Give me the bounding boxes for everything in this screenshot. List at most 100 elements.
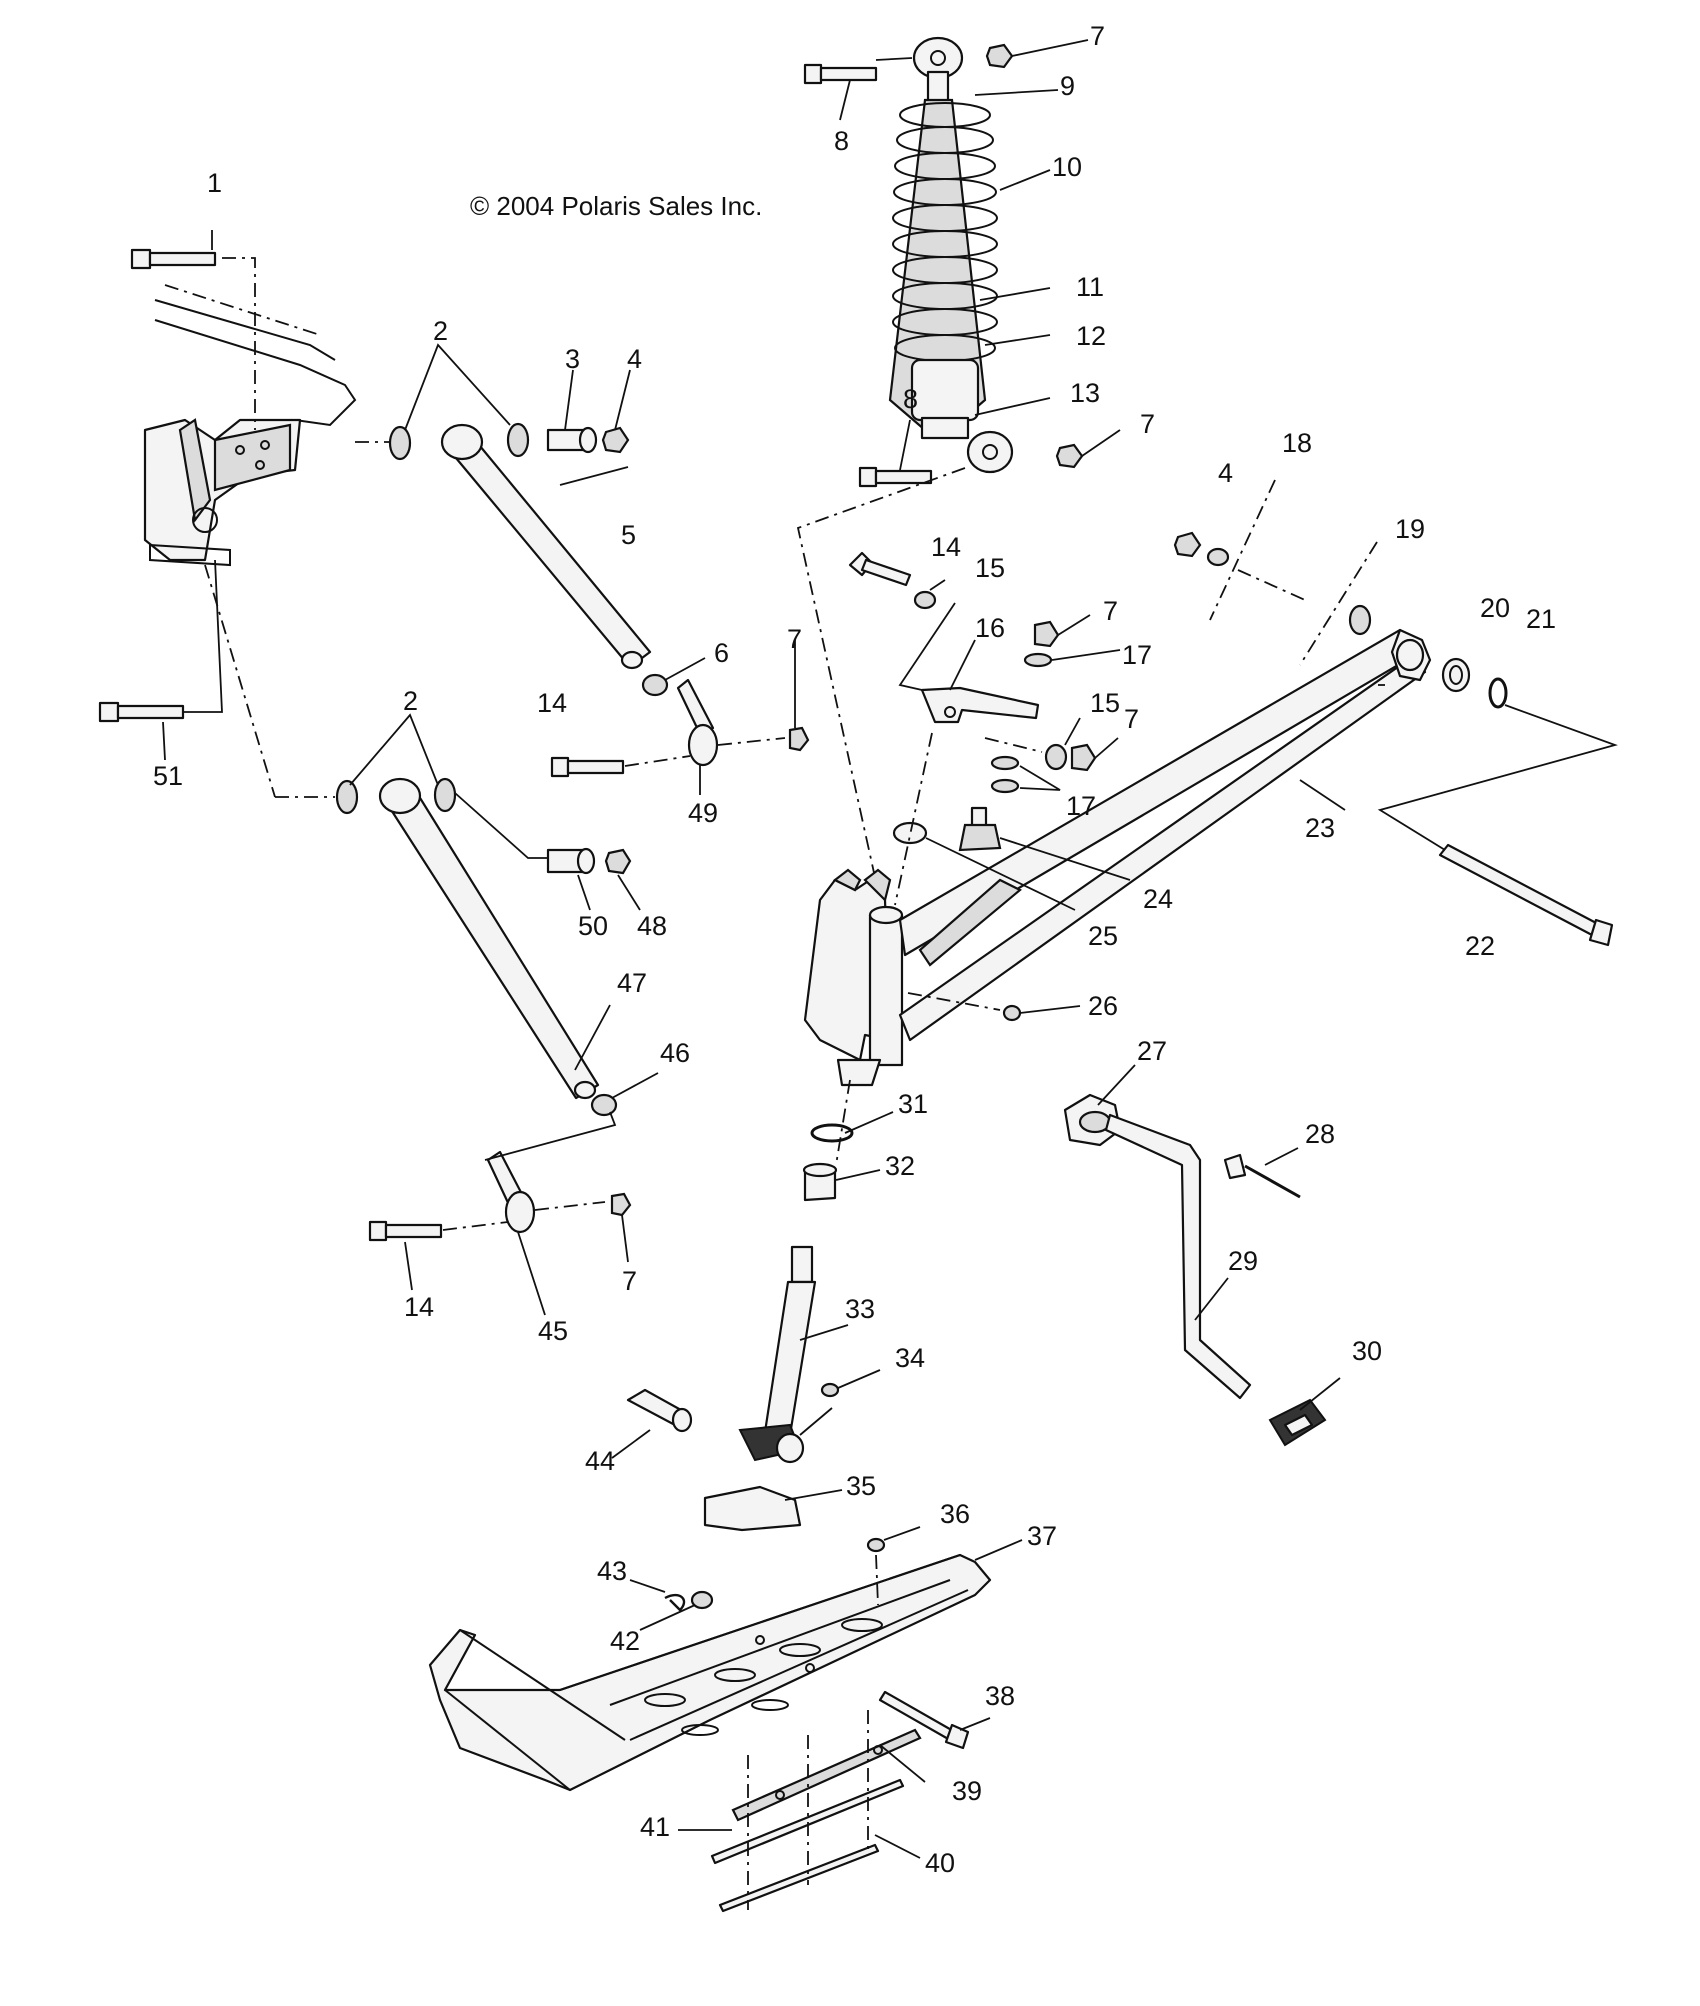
pin-28 bbox=[1223, 1153, 1301, 1199]
callout-43: 43 bbox=[597, 1556, 627, 1586]
callout-26: 26 bbox=[1088, 991, 1118, 1021]
bushing-2-upper-right bbox=[506, 422, 530, 458]
callout-2: 2 bbox=[433, 316, 448, 346]
nut-7-mid bbox=[788, 726, 810, 752]
callout-15: 15 bbox=[1090, 688, 1120, 718]
nut-4-arm bbox=[1173, 531, 1202, 558]
callout-4: 4 bbox=[627, 344, 642, 374]
callout-10: 10 bbox=[1052, 152, 1082, 182]
washer-15-upper bbox=[913, 590, 937, 610]
washer-19 bbox=[1348, 604, 1372, 636]
bolt-8-upper bbox=[803, 63, 878, 85]
callout-1: 1 bbox=[207, 168, 222, 198]
callout-7: 7 bbox=[1090, 21, 1105, 51]
callout-20: 20 bbox=[1480, 593, 1510, 623]
callout-28: 28 bbox=[1305, 1119, 1335, 1149]
handle-29 bbox=[1104, 1113, 1252, 1400]
spindle-housing bbox=[803, 868, 904, 1087]
bushing-2-lower-right bbox=[433, 777, 457, 813]
rod-end-49 bbox=[676, 678, 719, 767]
callout-16: 16 bbox=[975, 613, 1005, 643]
upper-radius-rod-5 bbox=[440, 423, 652, 670]
callout-50: 50 bbox=[578, 911, 608, 941]
callout-45: 45 bbox=[538, 1316, 568, 1346]
sleeve-44 bbox=[626, 1388, 693, 1433]
callout-8: 8 bbox=[834, 126, 849, 156]
grease-fitting-26 bbox=[1002, 1004, 1022, 1022]
copyright-text: © 2004 Polaris Sales Inc. bbox=[470, 191, 762, 221]
callout-32: 32 bbox=[885, 1151, 915, 1181]
grip-30 bbox=[1268, 1398, 1327, 1447]
callout-labels: 1 2 2 3 4 4 5 6 7 7 7 7 7 7 8 8 9 10 11 … bbox=[153, 21, 1556, 1878]
bolt-14-top bbox=[848, 551, 912, 587]
castle-nut-42 bbox=[690, 1590, 714, 1610]
callout-34: 34 bbox=[895, 1343, 925, 1373]
callout-17: 17 bbox=[1066, 791, 1096, 821]
callout-30: 30 bbox=[1352, 1336, 1382, 1366]
bolt-22 bbox=[1438, 843, 1614, 947]
callout-33: 33 bbox=[845, 1294, 875, 1324]
callout-8: 8 bbox=[903, 384, 918, 414]
washer-18 bbox=[1206, 547, 1230, 567]
washer-15-lower bbox=[1044, 743, 1068, 771]
callout-24: 24 bbox=[1143, 884, 1173, 914]
callout-36: 36 bbox=[940, 1499, 970, 1529]
callout-7: 7 bbox=[787, 624, 802, 654]
callout-14: 14 bbox=[931, 532, 961, 562]
wear-plate-39 bbox=[731, 1728, 922, 1822]
callout-4: 4 bbox=[1218, 458, 1233, 488]
bolt-51 bbox=[98, 701, 185, 723]
callout-2: 2 bbox=[403, 686, 418, 716]
callout-39: 39 bbox=[952, 1776, 982, 1806]
callout-13: 13 bbox=[1070, 378, 1100, 408]
nut-36 bbox=[866, 1537, 886, 1553]
callout-41: 41 bbox=[640, 1812, 670, 1842]
callout-14: 14 bbox=[537, 688, 567, 718]
cotter-pin-43 bbox=[664, 1593, 686, 1612]
bolt-1 bbox=[130, 248, 217, 270]
callout-47: 47 bbox=[617, 968, 647, 998]
bolt-14-low bbox=[368, 1220, 443, 1242]
callout-48: 48 bbox=[637, 911, 667, 941]
nut-7-shock-bottom bbox=[1055, 443, 1084, 469]
spindle-33 bbox=[738, 1245, 817, 1464]
callout-9: 9 bbox=[1060, 71, 1075, 101]
bolt-14-mid bbox=[550, 756, 625, 778]
bushing-32 bbox=[802, 1162, 838, 1202]
bushing-2-lower-left bbox=[335, 779, 359, 815]
callout-38: 38 bbox=[985, 1681, 1015, 1711]
leader-lines bbox=[162, 39, 1346, 1859]
washer-17-lower-b bbox=[990, 778, 1020, 794]
callout-27: 27 bbox=[1137, 1036, 1167, 1066]
callout-23: 23 bbox=[1305, 813, 1335, 843]
callout-17: 17 bbox=[1122, 640, 1152, 670]
nut-7-low bbox=[610, 1192, 632, 1217]
callout-7: 7 bbox=[1103, 596, 1118, 626]
rod-end-45 bbox=[486, 1150, 536, 1234]
callout-19: 19 bbox=[1395, 514, 1425, 544]
callout-7: 7 bbox=[1124, 704, 1139, 734]
callout-44: 44 bbox=[585, 1446, 615, 1476]
callout-49: 49 bbox=[688, 798, 718, 828]
ski-37 bbox=[428, 1553, 992, 1792]
nut-7-shock-top bbox=[985, 43, 1014, 69]
callout-51: 51 bbox=[153, 761, 183, 791]
nut-48 bbox=[604, 848, 632, 875]
frame-bracket bbox=[143, 284, 357, 567]
callout-21: 21 bbox=[1526, 604, 1556, 634]
washer-17-lower-a bbox=[990, 755, 1020, 771]
nut-7-bracket bbox=[1070, 743, 1097, 772]
callout-11: 11 bbox=[1076, 272, 1104, 302]
lower-radius-rod-47 bbox=[378, 777, 600, 1100]
bolt-38 bbox=[878, 1690, 970, 1750]
callout-7: 7 bbox=[622, 1266, 637, 1296]
callout-25: 25 bbox=[1088, 921, 1118, 951]
ring-31 bbox=[810, 1123, 854, 1143]
trailing-arm-23 bbox=[898, 628, 1432, 1042]
callout-12: 12 bbox=[1076, 321, 1106, 351]
callout-5: 5 bbox=[621, 520, 636, 550]
bushing-20 bbox=[1441, 657, 1471, 693]
nut-7-bracket-top bbox=[1033, 620, 1060, 648]
